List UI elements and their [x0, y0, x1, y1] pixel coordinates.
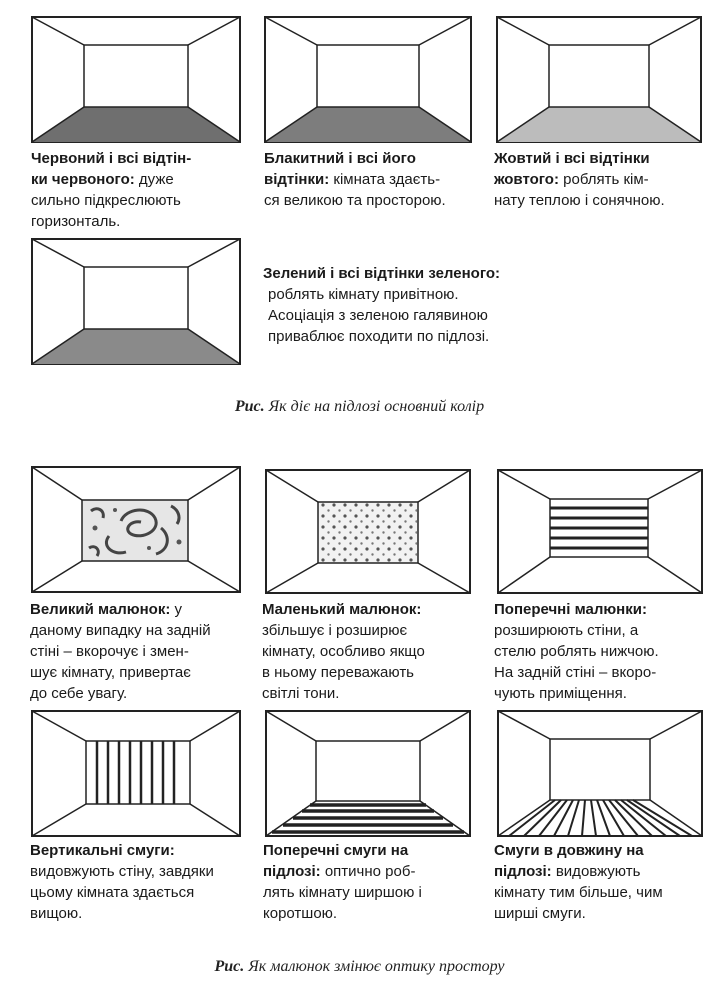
caption-horizontal-patterns: Поперечні малюнки: розширюють стіни, а с…	[494, 601, 659, 702]
caption-large-pattern: Великий малюнок: у даному випадку на зад…	[30, 601, 211, 702]
caption-longitudinal-floor-stripes: Смуги в довжину на підлозі: видовжують к…	[494, 842, 663, 922]
caption-red: Червоний і всі відтін- ки червоного: дуж…	[31, 150, 192, 230]
room-blue-floor	[264, 16, 472, 143]
caption-transverse-floor-stripes: Поперечні смуги на підлозі: оптично роб-…	[263, 842, 422, 922]
room-horizontal-patterns	[497, 469, 703, 594]
figure-2-caption: Рис. Як малюнок змінює оптику простору	[214, 958, 505, 975]
room-yellow-floor	[496, 16, 702, 143]
room-red-floor	[31, 16, 241, 143]
caption-small-pattern: Маленький малюнок: збільшує і розширює к…	[262, 601, 425, 702]
room-green-floor	[31, 238, 241, 365]
room-transverse-floor-stripes	[265, 710, 471, 837]
caption-blue: Блакитний і всі його відтінки: кімната з…	[264, 150, 446, 209]
room-small-pattern	[265, 469, 471, 594]
room-longitudinal-floor-stripes	[497, 710, 703, 837]
caption-vertical-stripes: Вертикальні смуги: видовжують стіну, зав…	[30, 842, 214, 922]
room-vertical-stripes	[31, 710, 241, 837]
room-large-pattern	[31, 466, 241, 593]
caption-yellow: Жовтий і всі відтінки жовтого: роблять к…	[494, 150, 665, 209]
caption-green: Зелений і всі відтінки зеленого: роблять…	[263, 265, 501, 345]
figure-1-caption: Рис. Як діє на підлозі основний колір	[234, 398, 485, 415]
